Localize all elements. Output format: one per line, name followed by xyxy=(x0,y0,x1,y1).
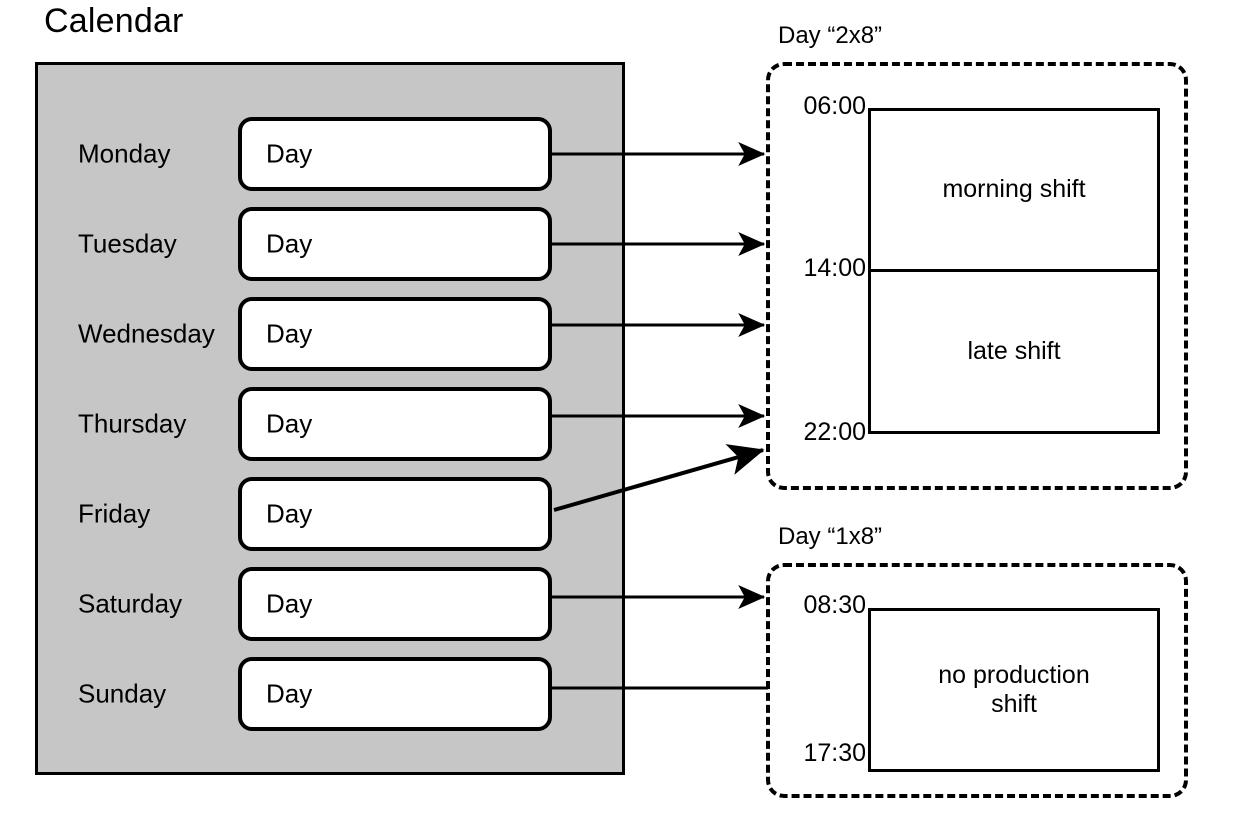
day-row-sunday[interactable]: Sunday Day xyxy=(38,657,628,731)
day-box-label: Day xyxy=(266,228,313,259)
day-box-thursday[interactable]: Day xyxy=(238,387,552,461)
time-label-1400: 14:00 xyxy=(803,254,866,282)
day-label-monday: Monday xyxy=(78,138,171,169)
day-label-wednesday: Wednesday xyxy=(78,318,215,349)
shift-cell-no-production[interactable]: no production shift xyxy=(871,611,1157,769)
day-row-tuesday[interactable]: Tuesday Day xyxy=(38,207,628,281)
day-box-friday[interactable]: Day xyxy=(238,477,552,551)
day-row-thursday[interactable]: Thursday Day xyxy=(38,387,628,461)
day-row-wednesday[interactable]: Wednesday Day xyxy=(38,297,628,371)
shift-cell-label: late shift xyxy=(967,336,1061,365)
day-label-saturday: Saturday xyxy=(78,588,183,619)
day-box-label: Day xyxy=(266,588,313,619)
shift-group-1x8: Day “1x8” 08:30 17:30 no production shif… xyxy=(766,523,1188,798)
day-box-label: Day xyxy=(266,138,313,169)
day-box-saturday[interactable]: Day xyxy=(238,567,552,641)
dashed-frame-2x8 xyxy=(766,62,1188,490)
day-label-tuesday: Tuesday xyxy=(78,228,177,259)
day-box-label: Day xyxy=(266,498,313,529)
day-box-label: Day xyxy=(266,678,313,709)
day-box-label: Day xyxy=(266,408,313,439)
shift-group-2x8: Day “2x8” 06:00 14:00 22:00 morning shif… xyxy=(766,22,1188,490)
calendar-title: Calendar xyxy=(44,2,184,40)
shift-group-title-1x8: Day “1x8” xyxy=(778,523,883,550)
time-label-1730: 17:30 xyxy=(803,739,866,767)
shift-table-2x8: morning shift late shift xyxy=(868,108,1160,434)
calendar-panel: Monday Day Tuesday Day Wednesday Day Thu… xyxy=(35,62,625,775)
shift-group-title-2x8: Day “2x8” xyxy=(778,22,883,49)
day-row-saturday[interactable]: Saturday Day xyxy=(38,567,628,641)
day-box-monday[interactable]: Day xyxy=(238,117,552,191)
shift-table-1x8: no production shift xyxy=(868,608,1160,772)
day-row-monday[interactable]: Monday Day xyxy=(38,117,628,191)
day-box-wednesday[interactable]: Day xyxy=(238,297,552,371)
day-box-label: Day xyxy=(266,318,313,349)
dashed-frame-1x8 xyxy=(766,563,1188,798)
day-box-tuesday[interactable]: Day xyxy=(238,207,552,281)
day-label-friday: Friday xyxy=(78,498,151,529)
time-label-0600: 06:00 xyxy=(803,92,866,120)
time-label-2200: 22:00 xyxy=(803,418,866,446)
day-label-sunday: Sunday xyxy=(78,678,167,709)
day-label-thursday: Thursday xyxy=(78,408,187,439)
shift-cell-late[interactable]: late shift xyxy=(871,272,1157,431)
shift-cell-morning[interactable]: morning shift xyxy=(871,111,1157,272)
day-box-sunday[interactable]: Day xyxy=(238,657,552,731)
day-row-friday[interactable]: Friday Day xyxy=(38,477,628,551)
shift-cell-label: morning shift xyxy=(942,175,1086,204)
shift-cell-label: no production shift xyxy=(938,660,1090,719)
time-label-0830: 08:30 xyxy=(803,591,866,619)
